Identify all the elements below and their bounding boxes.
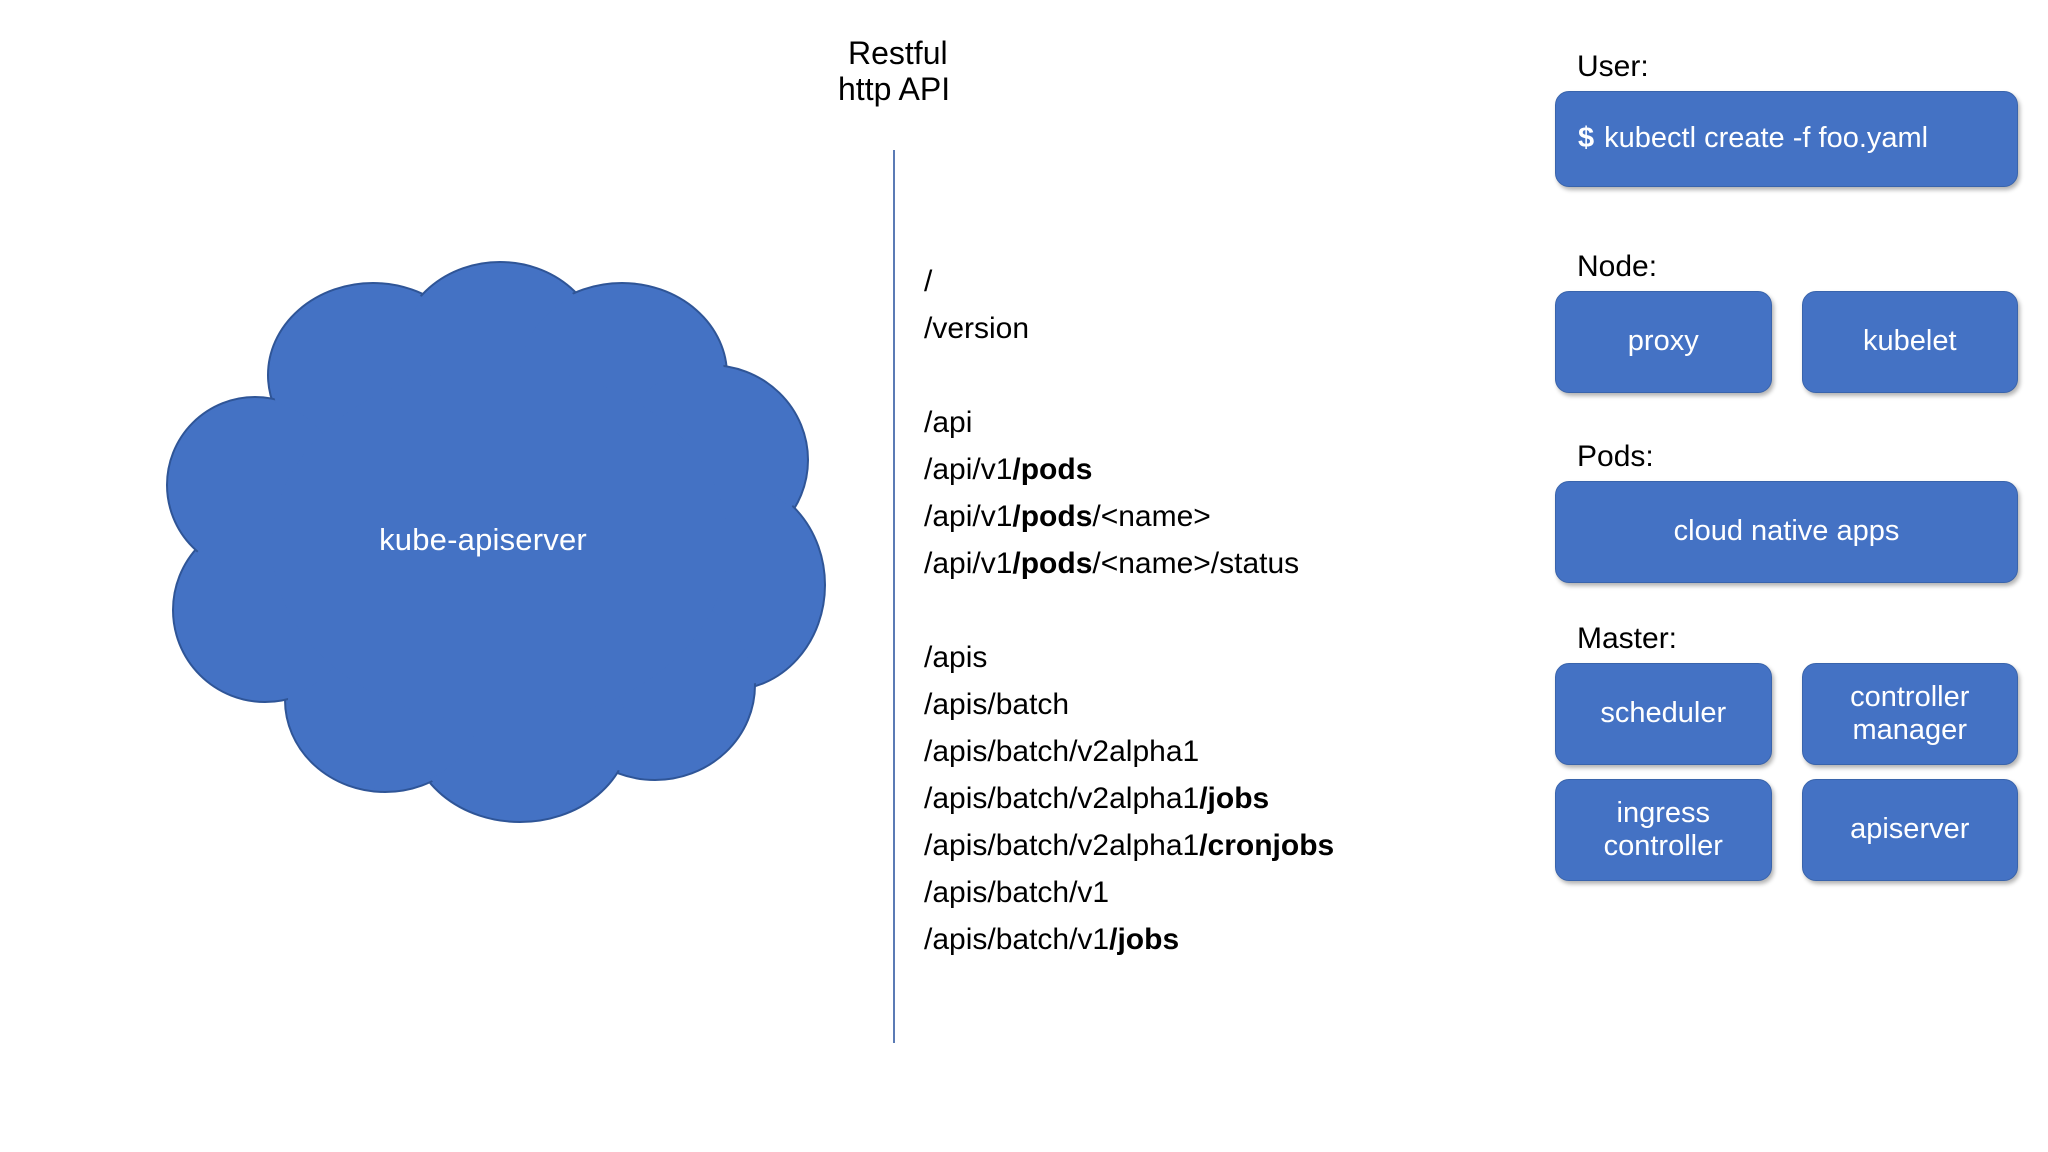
api-path-resource: /cronjobs — [1199, 829, 1335, 862]
box-label-cloud-native-apps: cloud native apps — [1673, 515, 1900, 548]
api-path-suffix: /<name> — [1092, 500, 1211, 533]
kube-apiserver-cloud: kube-apiserver — [130, 255, 830, 825]
api-heading: Restful http API — [838, 35, 1168, 108]
section-user: User: $ kubectl create -f foo.yaml — [1555, 50, 2018, 187]
box-proxy[interactable]: proxy — [1555, 291, 1772, 393]
api-path-prefix: /api/v1 — [924, 453, 1013, 486]
api-path-resource: /pods — [1012, 500, 1093, 533]
api-path-list: //version/api/api/v1/pods/api/v1/pods/<n… — [924, 258, 1484, 963]
api-path-resource: /pods — [1012, 547, 1093, 580]
api-path-row: /api/v1/pods/<name> — [924, 493, 1484, 540]
api-path-prefix: /apis/batch/v2alpha1 — [924, 782, 1200, 815]
api-path-prefix: /apis/batch/v2alpha1 — [924, 829, 1200, 862]
box-ingress-controller[interactable]: ingress controller — [1555, 779, 1772, 881]
api-path-row: /apis/batch/v1/jobs — [924, 916, 1484, 963]
api-path-row: /apis — [924, 634, 1484, 681]
api-heading-line2: http API — [838, 70, 951, 107]
section-node: Node: proxy kubelet — [1555, 250, 2018, 393]
api-path-resource: /jobs — [1199, 782, 1270, 815]
right-panel: User: $ kubectl create -f foo.yaml Node:… — [1555, 0, 2018, 1152]
box-label-proxy: proxy — [1627, 325, 1699, 358]
api-path-prefix: /version — [924, 312, 1030, 345]
box-label-kubelet: kubelet — [1862, 325, 1957, 358]
api-path-prefix: / — [924, 265, 933, 298]
section-label-pods: Pods: — [1577, 440, 1654, 473]
api-path-prefix: /apis/batch/v1 — [924, 876, 1110, 909]
master-box-row-1: scheduler controller manager — [1555, 663, 2018, 765]
api-path-prefix: /apis/batch — [924, 688, 1070, 721]
box-cloud-native-apps[interactable]: cloud native apps — [1555, 481, 2018, 583]
api-path-row: /apis/batch/v2alpha1/cronjobs — [924, 822, 1484, 869]
box-controller-manager[interactable]: controller manager — [1801, 663, 2018, 765]
api-path-prefix: /api/v1 — [924, 500, 1013, 533]
api-path-row: / — [924, 258, 1484, 305]
api-path-group-gap — [924, 352, 1484, 399]
api-path-row: /apis/batch — [924, 681, 1484, 728]
api-path-row: /apis/batch/v2alpha1 — [924, 728, 1484, 775]
api-path-row: /api/v1/pods/<name>/status — [924, 540, 1484, 587]
api-path-row: /api/v1/pods — [924, 446, 1484, 493]
section-label-user: User: — [1577, 50, 1649, 83]
box-scheduler[interactable]: scheduler — [1555, 663, 1772, 765]
section-master: Master: scheduler controller manager ing… — [1555, 622, 2018, 881]
api-path-suffix: /<name>/status — [1092, 547, 1300, 580]
api-path-prefix: /apis/batch/v1 — [924, 923, 1110, 956]
cloud-shape — [166, 261, 826, 823]
section-label-node: Node: — [1577, 250, 1658, 283]
box-label-apiserver: apiserver — [1850, 813, 1970, 846]
api-path-prefix: /apis/batch/v2alpha1 — [924, 735, 1200, 768]
box-apiserver[interactable]: apiserver — [1801, 779, 2018, 881]
box-kubelet[interactable]: kubelet — [1801, 291, 2018, 393]
box-label-ingress-controller: ingress controller — [1603, 796, 1723, 862]
shell-prompt-icon: $ — [1578, 122, 1595, 155]
section-pods: Pods: cloud native apps — [1555, 440, 2018, 583]
api-path-row: /api — [924, 399, 1484, 446]
api-heading-line1: Restful — [848, 35, 948, 71]
api-divider-line — [893, 150, 895, 1043]
box-label-scheduler: scheduler — [1600, 697, 1727, 730]
api-path-resource: /pods — [1012, 453, 1093, 486]
api-path-resource: /jobs — [1109, 923, 1180, 956]
api-path-row: /apis/batch/v2alpha1/jobs — [924, 775, 1484, 822]
api-path-prefix: /api — [924, 406, 973, 439]
master-box-row-2: ingress controller apiserver — [1555, 779, 2018, 881]
node-box-row: proxy kubelet — [1555, 291, 2018, 393]
api-path-row: /apis/batch/v1 — [924, 869, 1484, 916]
box-label-kubectl-command: kubectl create -f foo.yaml — [1604, 122, 1929, 155]
section-label-master: Master: — [1577, 622, 1678, 655]
api-path-row: /version — [924, 305, 1484, 352]
box-label-controller-manager: controller manager — [1850, 680, 1970, 746]
box-kubectl-command[interactable]: $ kubectl create -f foo.yaml — [1555, 91, 2018, 187]
api-path-prefix: /api/v1 — [924, 547, 1013, 580]
api-path-group-gap — [924, 587, 1484, 634]
api-path-prefix: /apis — [924, 641, 988, 674]
